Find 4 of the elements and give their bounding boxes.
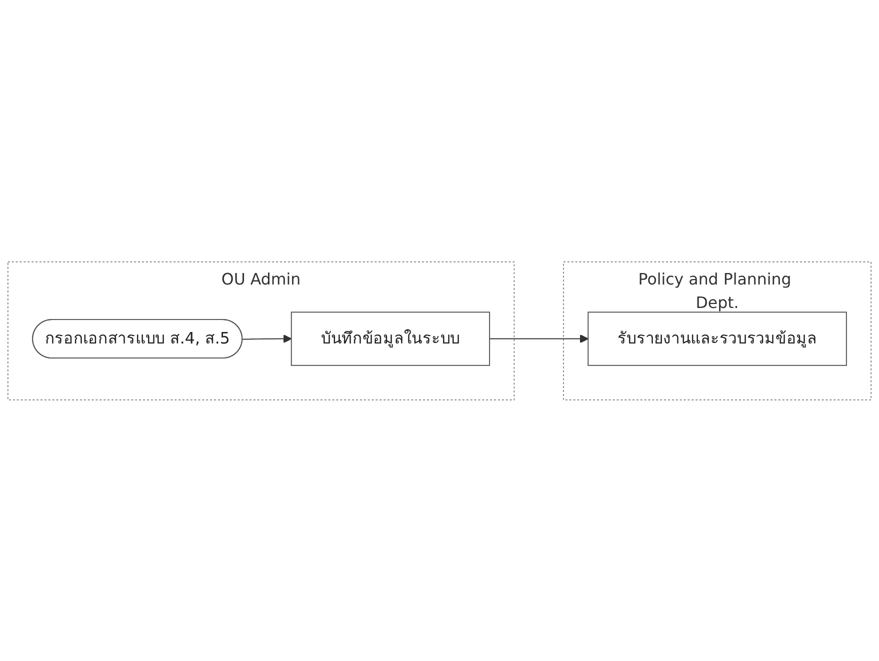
node-box: รับรายงานและรวบรวมข้อมูล <box>588 311 847 366</box>
arrow <box>489 334 589 343</box>
arrow <box>242 334 292 343</box>
node-box: บันทึกข้อมูลในระบบ <box>290 311 490 366</box>
